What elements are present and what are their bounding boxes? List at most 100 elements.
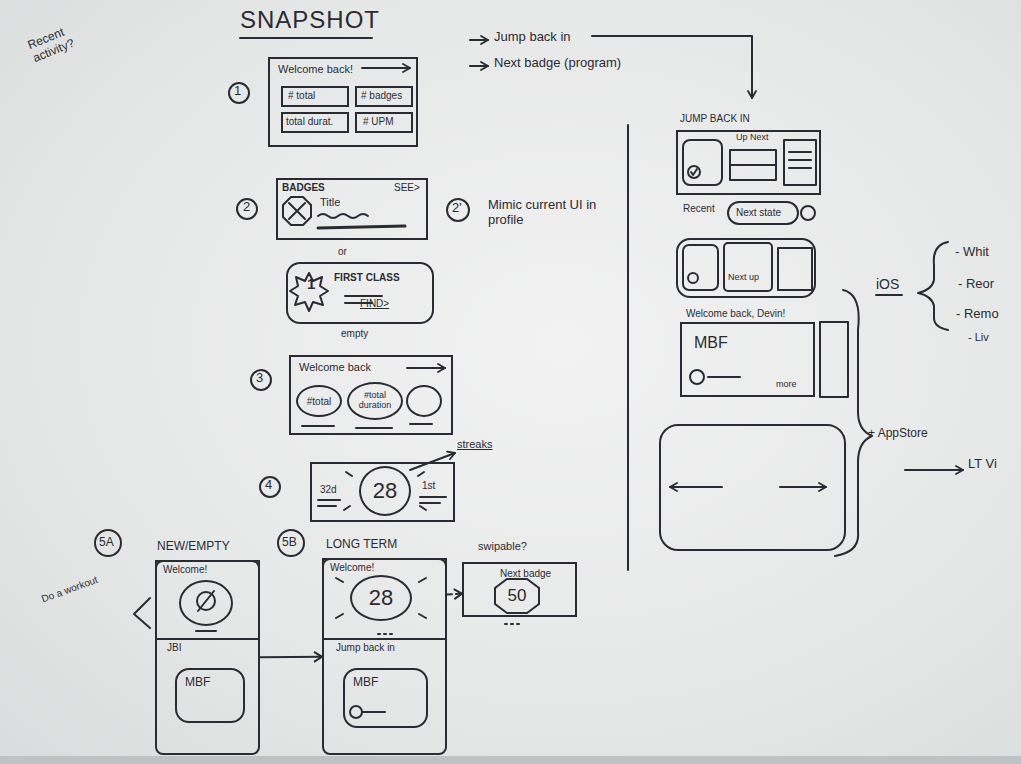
sketch-box: 50 — [494, 578, 540, 614]
sketch-stroke — [318, 214, 368, 218]
circle-node: 28 — [359, 466, 411, 516]
sketch-stroke — [197, 592, 215, 610]
sketch-stroke — [688, 166, 700, 178]
annotation-label: - Whit — [955, 245, 989, 260]
sketch-stroke — [407, 386, 441, 416]
phone-frame: NEW/EMPTYWelcome!JBIMBF — [155, 560, 260, 755]
node-text: swipable? — [478, 540, 527, 552]
sketch-stroke — [730, 150, 776, 180]
sketch-stroke — [683, 245, 718, 290]
node-text: Welcome back, Devin! — [686, 308, 785, 319]
node-text: Welcome! — [163, 564, 207, 575]
node-text: 50 — [494, 587, 540, 606]
sketch-stroke — [835, 290, 872, 556]
sketch-stroke — [95, 530, 121, 556]
sketch-box: Next up — [676, 238, 816, 298]
node-text: JBI — [167, 642, 181, 653]
sketch-stroke — [688, 273, 698, 283]
sketch-box: total durat. — [281, 112, 349, 133]
phone-frame: LONG TERMWelcome!28Jump back inMBF — [322, 558, 447, 755]
annotation-label: Mimic current UI in profile — [488, 198, 613, 228]
node-text: Title — [320, 196, 340, 208]
sketch-box: Welcome back#total#total duration — [289, 355, 453, 435]
node-text: more — [776, 380, 797, 390]
node-text: Welcome! — [330, 562, 374, 573]
node-text: Next badge — [500, 568, 551, 579]
node-text: Welcome back! — [278, 63, 353, 75]
node-text: LONG TERM — [326, 538, 397, 551]
diagram-title: SNAPSHOT — [240, 6, 380, 34]
sketch-box: Welcome! — [155, 560, 260, 640]
sketch-stroke — [196, 630, 216, 632]
sketch-stroke — [505, 623, 519, 625]
sketch-stroke — [260, 477, 280, 497]
sketch-stroke — [470, 39, 488, 41]
sketch-stroke — [251, 370, 271, 390]
sketch-stroke — [789, 152, 811, 168]
annotation-label: 5A — [99, 536, 114, 550]
sketch-box: MBF — [175, 668, 245, 723]
sketch-stroke — [350, 706, 362, 718]
sketch-box: 32d1st28 — [310, 462, 455, 522]
sketch-arrow — [260, 656, 322, 658]
annotation-label: - Reor — [958, 277, 994, 292]
sketch-stroke — [690, 370, 704, 384]
node-text: #total duration — [349, 391, 401, 411]
sketch-stroke — [724, 243, 772, 291]
node-text: 1 — [307, 276, 315, 293]
sketch-stroke — [302, 424, 432, 428]
annotation-label: LT Vi — [968, 457, 997, 472]
node-text: # UPM — [363, 116, 394, 127]
sketch-stroke — [0, 756, 1021, 764]
node-text: MBF — [353, 676, 378, 689]
annotation-label: - Remo — [956, 307, 999, 322]
sketch-stroke — [378, 633, 392, 635]
annotation-label: Jump back in — [494, 30, 571, 45]
annotation-label: 1 — [234, 84, 241, 99]
node-text: Jump back in — [336, 642, 395, 653]
sketch-box: # total — [281, 86, 349, 107]
node-text: # total — [288, 90, 315, 101]
annotation-label: Next state — [736, 207, 781, 219]
sketch-box: Jump back in MBF — [322, 638, 447, 755]
sketch-box: JUMP BACK INUp Next — [676, 130, 821, 195]
node-text: 1st — [422, 480, 435, 491]
sketch-stroke — [470, 65, 488, 67]
sketch-stroke — [728, 202, 798, 224]
sketch-stroke — [134, 598, 150, 628]
sketch-box: Welcome back! # total # badges total durat.… — [268, 57, 418, 147]
sketch-box: swipable?Next badge50 — [462, 562, 577, 617]
circle-node: #total — [296, 385, 342, 417]
node-text: 28 — [361, 479, 409, 503]
node-text: MBF — [185, 676, 210, 689]
sketch-stroke — [289, 203, 305, 219]
sketch-stroke — [660, 425, 845, 550]
annotation-label: 2' — [452, 201, 462, 216]
sketch-box: MBF — [343, 668, 428, 728]
sketch-stroke — [820, 322, 848, 397]
annotation-label: + AppStore — [868, 427, 928, 441]
sketch-box: # badges — [355, 86, 413, 107]
annotation-label: Do a workout — [40, 570, 110, 605]
sketch-stroke — [344, 472, 426, 510]
node-text: NEW/EMPTY — [157, 540, 230, 553]
sketch-stroke — [283, 197, 311, 225]
sketch-stroke — [278, 530, 304, 556]
annotation-label: Recent — [683, 203, 715, 215]
annotation-label: 4 — [265, 478, 272, 493]
octagon-outline — [495, 579, 539, 613]
sketch-stroke — [708, 376, 740, 378]
sketch-stroke — [198, 591, 214, 611]
node-text: MBF — [694, 334, 728, 352]
sketch-stroke — [730, 164, 776, 166]
sketch-stroke — [918, 242, 948, 330]
circle-node: 28 — [350, 575, 412, 621]
sketch-stroke — [237, 199, 257, 219]
node-text: Next up — [728, 273, 759, 283]
sketch-stroke — [290, 273, 328, 311]
annotation-label: iOS — [876, 276, 899, 292]
annotation-label: Recent activity? — [26, 14, 101, 66]
sketch-box: # UPM — [355, 112, 413, 133]
